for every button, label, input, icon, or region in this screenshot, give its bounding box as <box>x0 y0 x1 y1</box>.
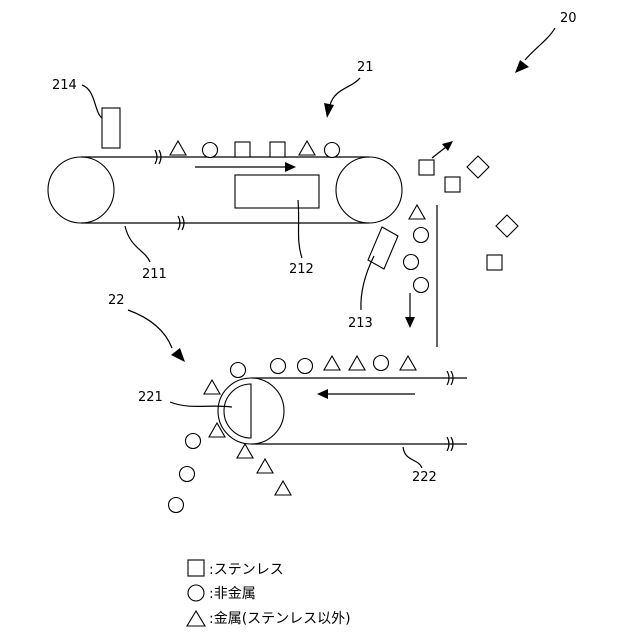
diamond-item <box>496 215 518 237</box>
sensor-box <box>102 108 120 148</box>
square-item <box>419 160 434 175</box>
conveyance-arrow-head <box>285 162 296 172</box>
leader-arrow-head <box>171 348 185 362</box>
leader-arrow-head <box>324 103 334 118</box>
legend: :ステンレス :非金属 :金属(ステンレス以外) <box>187 560 351 627</box>
leader-line-sensor <box>82 85 102 118</box>
eject-arrow <box>432 147 446 158</box>
label-magnet-box: 212 <box>289 262 314 277</box>
square-item <box>270 142 285 157</box>
circle-item <box>231 363 246 378</box>
label-chute: 213 <box>348 316 373 331</box>
legend-metal-text: :金属(ステンレス以外) <box>209 611 351 627</box>
circle-item <box>180 467 195 482</box>
triangle-item <box>409 205 425 219</box>
legend-nonmetal-text: :非金属 <box>209 586 256 602</box>
circle-item <box>325 143 340 158</box>
label-system: 20 <box>560 11 577 26</box>
leader-arrow-head <box>515 60 529 73</box>
legend-triangle-icon <box>187 611 205 626</box>
triangle-item <box>204 380 220 394</box>
upper-right-pulley <box>336 157 402 223</box>
lower-conveyance-arrow-head <box>317 389 328 399</box>
triangle-item <box>400 356 416 370</box>
circle-item <box>414 278 429 293</box>
leader-line-212 <box>298 200 302 258</box>
circle-item <box>298 359 313 374</box>
circle-item <box>374 356 389 371</box>
square-item <box>235 142 250 157</box>
label-upper-conveyor: 21 <box>357 60 374 75</box>
leader-line-213 <box>361 256 374 310</box>
label-lower-conveyor: 22 <box>108 293 125 308</box>
label-sensor: 214 <box>52 78 77 93</box>
label-upper-belt: 211 <box>142 267 167 282</box>
circle-item <box>404 255 419 270</box>
diamond-item <box>467 156 489 178</box>
magnet-box <box>235 175 319 208</box>
legend-circle-icon <box>188 585 204 601</box>
triangle-item <box>299 141 315 155</box>
fall-arrow-head <box>405 317 415 328</box>
leader-line-211 <box>125 226 150 262</box>
upper-conveyor <box>48 150 402 230</box>
triangle-item <box>324 356 340 370</box>
lower-conveyor <box>218 371 467 451</box>
legend-square-icon <box>188 560 204 576</box>
triangle-item <box>237 444 253 458</box>
square-item <box>487 255 502 270</box>
leader-line-system <box>525 28 555 60</box>
leader-line-lower <box>128 310 172 348</box>
legend-stainless-text: :ステンレス <box>209 562 284 578</box>
circle-item <box>203 143 218 158</box>
circle-item <box>186 434 201 449</box>
triangle-item <box>170 141 186 155</box>
triangle-item <box>349 356 365 370</box>
leader-line-222 <box>403 447 422 468</box>
square-item <box>445 177 460 192</box>
label-lower-belt: 222 <box>412 470 437 485</box>
triangle-item <box>275 481 291 495</box>
circle-item <box>271 359 286 374</box>
air-nozzle <box>368 227 398 269</box>
label-drum-magnet: 221 <box>138 390 163 405</box>
upper-left-pulley <box>48 157 114 223</box>
circle-item <box>169 498 184 513</box>
triangle-item <box>257 459 273 473</box>
circle-item <box>414 228 429 243</box>
leader-line-upper <box>330 78 360 105</box>
